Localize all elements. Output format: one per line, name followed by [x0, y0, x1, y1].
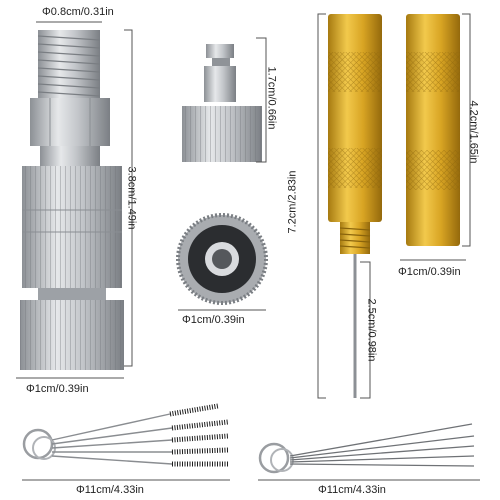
- quick-release-fitting: [20, 30, 124, 370]
- brush-width-label: Φ11cm/4.33in: [76, 484, 144, 496]
- tool-height-label: 7.2cm/2.83in: [286, 170, 299, 234]
- cleaning-wires: [258, 423, 475, 474]
- fitting-guides: [16, 21, 133, 379]
- cap-width-label: Φ1cm/0.39in: [182, 314, 245, 326]
- knurled-cap: [176, 213, 268, 305]
- needle-height-label: 2.5cm/0.98in: [365, 298, 378, 362]
- sleeve-height-label: 4.2cm/1.65in: [467, 100, 480, 164]
- fitting-width-label: Φ0.8cm/0.31in: [42, 6, 114, 18]
- plug-height-label: 1.7cm/0.66in: [265, 66, 278, 130]
- gold-sleeve: [406, 14, 460, 246]
- sleeve-guides: [400, 13, 471, 261]
- air-plug: [182, 44, 262, 162]
- sleeve-width-label: Φ1cm/0.39in: [398, 266, 461, 278]
- cleaning-brushes: [22, 403, 229, 467]
- plug-guide: [256, 37, 267, 163]
- fitting-base-width-label: Φ1cm/0.39in: [26, 383, 89, 395]
- wire-width-label: Φ11cm/4.33in: [318, 484, 386, 496]
- tool-guides: [317, 13, 371, 399]
- gold-cleaning-tool: [328, 14, 382, 398]
- fitting-height-label: 3.8cm/1.49in: [125, 166, 138, 230]
